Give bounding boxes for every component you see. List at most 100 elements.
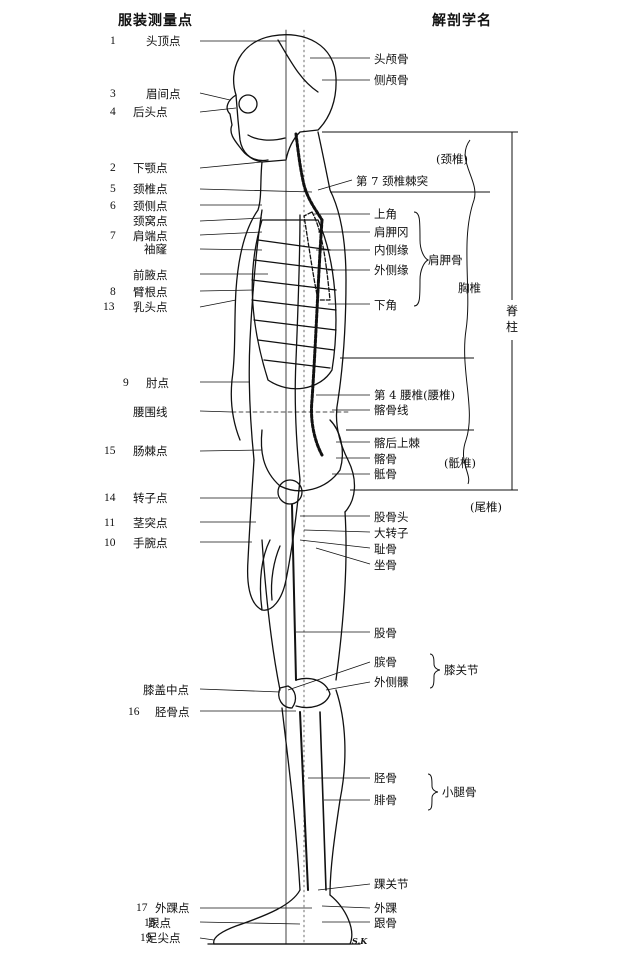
spine-label-cervical: (颈椎)	[436, 152, 468, 166]
anatomical-name-label: 髂骨线	[374, 403, 409, 417]
measurement-point-label: 臂根点	[133, 285, 168, 299]
point-number: 16	[128, 706, 140, 718]
measurement-point-label: 肩端点	[133, 229, 168, 243]
point-number: 19	[140, 932, 152, 944]
anatomical-name-label: 侧颅骨	[374, 73, 409, 87]
anatomical-name-label: 耻骨	[374, 542, 397, 556]
right-column-title: 解剖学名	[432, 13, 492, 29]
point-number: 15	[104, 445, 116, 457]
anatomical-name-label: 头颅骨	[374, 52, 409, 66]
spine-label-char-2: 柱	[505, 320, 518, 334]
anatomical-name-label: 第 4 腰椎(腰椎)	[374, 388, 456, 402]
anatomical-name-label: 上角	[374, 207, 397, 221]
point-number: 4	[110, 106, 116, 118]
measurement-point-label: 眉间点	[146, 87, 181, 101]
measurement-point-label: 颈侧点	[133, 199, 168, 213]
measurement-point-label: 肘点	[146, 376, 169, 390]
point-number: 13	[103, 301, 115, 313]
knee	[295, 677, 331, 709]
anatomical-name-label: 胫骨	[374, 771, 397, 785]
anatomical-name-label: 坐骨	[374, 558, 397, 572]
point-number: 10	[104, 537, 116, 549]
point-number: 18	[144, 917, 156, 929]
anatomical-name-label: 股骨	[374, 626, 397, 640]
measurement-point-label: 跟点	[148, 916, 171, 930]
anatomical-name-label: 踝关节	[374, 877, 409, 891]
spine-label-sacral: (骶椎)	[444, 456, 476, 470]
jaw	[247, 134, 286, 141]
patella	[278, 685, 297, 709]
upper-arm-back	[294, 214, 301, 481]
measurement-point-label: 腰围线	[133, 405, 168, 419]
measurement-point-label: 足尖点	[146, 931, 181, 945]
point-number: 14	[104, 492, 116, 504]
point-number: 6	[110, 200, 116, 212]
measurement-point-label: 胫骨点	[155, 705, 190, 719]
spine-label-char-1: 脊	[505, 304, 518, 318]
anatomical-name-label: 髂骨	[374, 452, 397, 466]
anatomical-name-label: 髂后上棘	[374, 436, 420, 450]
knee-bracket	[429, 653, 441, 689]
anatomical-name-label: 跟骨	[374, 916, 397, 930]
measurement-point-label: 下颚点	[133, 161, 168, 175]
point-number: 9	[123, 377, 129, 389]
anatomical-name-label: 外侧缘	[374, 263, 409, 277]
femur	[291, 504, 297, 681]
group-label-knee: 膝关节	[444, 663, 479, 677]
rib-cage	[251, 219, 337, 390]
anatomical-name-label: 内侧缘	[374, 243, 409, 257]
measurement-point-label: 膝盖中点	[143, 683, 189, 697]
point-number: 1	[110, 35, 116, 47]
fibula	[319, 711, 327, 891]
spine-wave	[463, 139, 476, 485]
measurement-point-label: 后头点	[133, 105, 168, 119]
measurement-point-label: 外踝点	[155, 901, 190, 915]
anatomical-name-label: 大转子	[374, 526, 409, 540]
anatomical-name-label: 第 7 颈椎棘突	[356, 174, 429, 188]
point-number: 5	[110, 183, 116, 195]
measurement-point-label: 头顶点	[146, 34, 181, 48]
anatomical-name-label: 外踝	[374, 901, 397, 915]
scapula-bracket	[413, 211, 430, 307]
pelvis	[260, 419, 344, 492]
anatomical-name-label: 下角	[374, 298, 397, 312]
orbit	[238, 94, 258, 114]
calf-back	[329, 689, 346, 896]
lumbar-spine	[310, 218, 324, 457]
measurement-point-label: 茎突点	[133, 516, 168, 530]
point-number: 2	[110, 162, 116, 174]
measurement-point-label: 手腕点	[133, 536, 168, 550]
point-number: 11	[104, 517, 116, 529]
anatomical-name-label: 肩胛冈	[374, 225, 409, 239]
anatomical-name-label: 腓骨	[374, 793, 397, 807]
shin-front	[281, 707, 301, 891]
measurement-point-label: 袖窿	[144, 242, 167, 256]
measurement-point-label: 转子点	[133, 491, 168, 505]
point-number: 17	[136, 902, 148, 914]
anatomical-name-label: 膑骨	[374, 655, 397, 669]
group-label-lower-leg: 小腿骨	[442, 785, 477, 799]
lower-leg-bracket	[427, 773, 439, 811]
face-profile	[226, 94, 269, 162]
measurement-point-label: 颈窝点	[133, 214, 168, 228]
anatomical-name-label: 骶骨	[374, 467, 397, 481]
upper-arm	[248, 209, 263, 461]
left-column-title: 服装测量点	[118, 13, 193, 29]
thigh-back	[335, 511, 347, 681]
point-number: 8	[110, 286, 116, 298]
cervical-spine	[294, 132, 324, 222]
skull-suture	[277, 39, 319, 93]
point-number: 7	[110, 230, 116, 242]
measurement-point-label: 前腋点	[133, 268, 168, 282]
measurement-point-label: 颈椎点	[133, 182, 168, 196]
anatomical-name-label: 外侧髁	[374, 675, 409, 689]
measurement-point-label: 乳头点	[133, 300, 168, 314]
ribs	[251, 239, 337, 369]
foot	[213, 889, 353, 945]
measurement-point-label: 肠棘点	[133, 444, 168, 458]
thigh-front	[261, 539, 281, 691]
point-number: 3	[110, 88, 116, 100]
group-label-scapula: 肩胛骨	[428, 253, 463, 267]
